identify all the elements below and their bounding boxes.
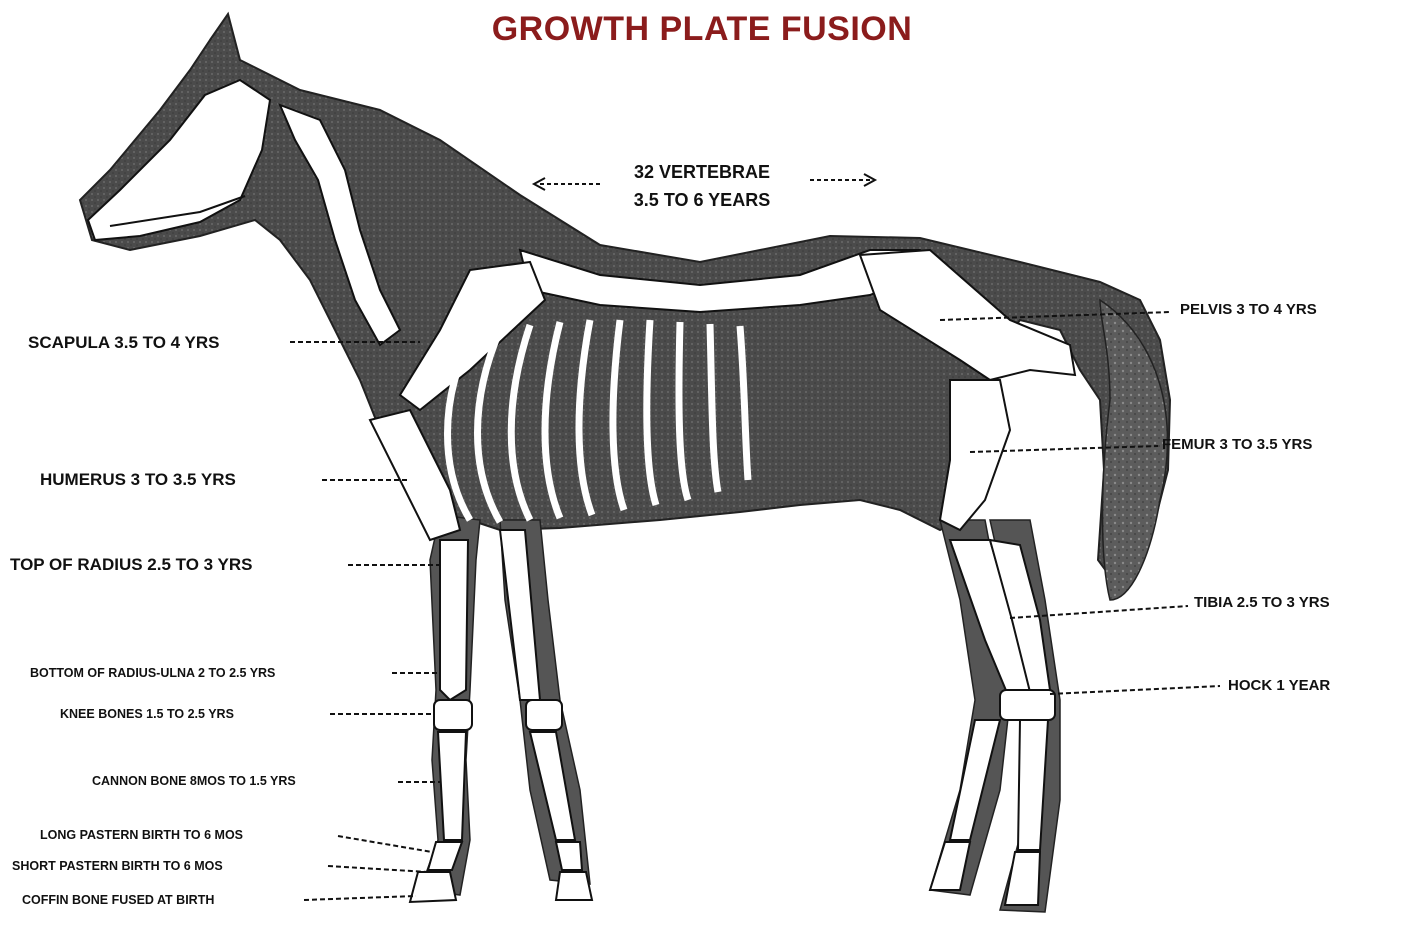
label-hock: HOCK 1 YEAR — [1228, 678, 1330, 693]
leader-long-pastern — [338, 836, 432, 852]
label-cannon: CANNON BONE 8MOS TO 1.5 YRS — [92, 775, 296, 788]
knee-bones — [434, 700, 472, 730]
label-bottom-radius: BOTTOM OF RADIUS-ULNA 2 TO 2.5 YRS — [30, 667, 275, 680]
vertebrae-count: 32 VERTEBRAE — [612, 158, 792, 186]
radius — [440, 540, 468, 700]
label-top-radius: TOP OF RADIUS 2.5 TO 3 YRS — [10, 556, 252, 573]
label-femur: FEMUR 3 TO 3.5 YRS — [1162, 437, 1312, 452]
label-tibia: TIBIA 2.5 TO 3 YRS — [1194, 595, 1330, 610]
coffin-bone — [410, 872, 456, 902]
leader-coffin — [304, 896, 416, 900]
femur — [940, 380, 1010, 530]
label-knee: KNEE BONES 1.5 TO 2.5 YRS — [60, 708, 234, 721]
label-short-pastern: SHORT PASTERN BIRTH TO 6 MOS — [12, 860, 223, 873]
vertebrae-age: 3.5 TO 6 YEARS — [612, 186, 792, 214]
cannon-bone — [438, 732, 466, 840]
label-long-pastern: LONG PASTERN BIRTH TO 6 MOS — [40, 829, 243, 842]
label-coffin: COFFIN BONE FUSED AT BIRTH — [22, 894, 214, 907]
leader-short-pastern — [328, 866, 428, 872]
label-scapula: SCAPULA 3.5 TO 4 YRS — [28, 334, 219, 351]
leader-hock — [1050, 686, 1220, 694]
vertebrae-label: 32 VERTEBRAE 3.5 TO 6 YEARS — [612, 158, 792, 214]
label-humerus: HUMERUS 3 TO 3.5 YRS — [40, 471, 236, 488]
hock — [1000, 690, 1055, 720]
label-pelvis: PELVIS 3 TO 4 YRS — [1180, 302, 1317, 317]
diagram-title: GROWTH PLATE FUSION — [0, 10, 1404, 49]
